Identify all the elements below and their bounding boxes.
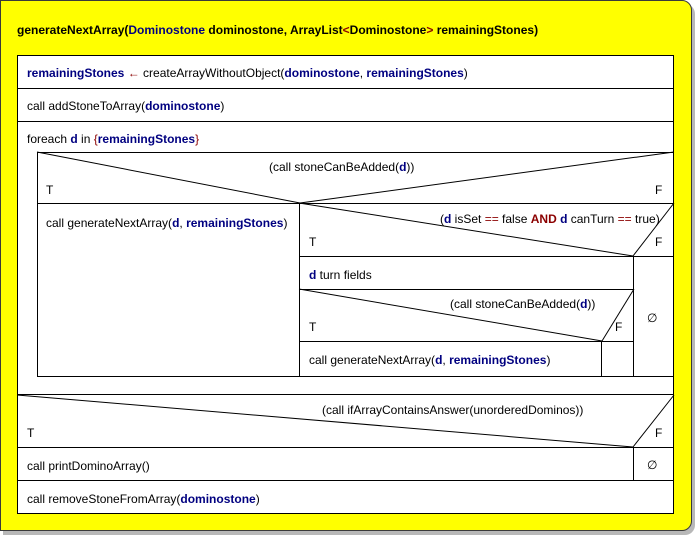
if-can-be-added-inner-box bbox=[299, 289, 634, 342]
if4-true-label: T bbox=[27, 426, 35, 440]
if3-left-diagonal bbox=[298, 288, 603, 342]
if4-condition-text: (call ifArrayContainsAnswer(unorderedDom… bbox=[322, 403, 584, 417]
if-array-contains-box bbox=[17, 394, 674, 448]
assign-statement-box bbox=[17, 55, 674, 89]
inner-else-box bbox=[601, 341, 634, 377]
if3-then-text: call generateNextArray(d, remainingStone… bbox=[309, 353, 551, 367]
print-statement-text: call printDominoArray() bbox=[27, 459, 150, 473]
if-isset-canturn-box bbox=[299, 203, 674, 257]
if2-false-label: F bbox=[655, 235, 663, 249]
turn-fields-text: d turn fields bbox=[309, 268, 372, 282]
isset-else-box bbox=[633, 256, 674, 377]
assign-statement-text: remainingStones ← createArrayWithoutObje… bbox=[27, 66, 468, 80]
if3-condition-text: (call stoneCanBeAdded(d)) bbox=[450, 297, 596, 311]
if3-right-diagonal bbox=[601, 288, 635, 342]
if1-right-diagonal bbox=[299, 151, 675, 204]
if1-left-diagonal bbox=[36, 151, 301, 204]
foreach-header-text: foreach d in {remainingStones} bbox=[27, 132, 200, 146]
if2-true-label: T bbox=[309, 235, 317, 249]
if2-condition-text: (d isSet == false AND d canTurn == true) bbox=[440, 212, 660, 226]
print-else-box bbox=[633, 447, 674, 481]
then-generate-box bbox=[37, 203, 300, 377]
if1-true-label: T bbox=[46, 183, 54, 197]
function-signature: generateNextArray(Dominostone dominoston… bbox=[17, 23, 539, 37]
if2-left-diagonal bbox=[298, 202, 634, 257]
add-statement-text: call addStoneToArray(dominostone) bbox=[27, 99, 225, 113]
remove-statement-box bbox=[17, 480, 674, 514]
if1-then-text: call generateNextArray(d, remainingStone… bbox=[46, 216, 288, 230]
if1-false-label: F bbox=[655, 183, 663, 197]
if4-right-diagonal bbox=[632, 394, 675, 448]
if2-else-empty-symbol: ∅ bbox=[647, 311, 658, 325]
if1-condition-text: (call stoneCanBeAdded(d)) bbox=[269, 160, 415, 174]
if4-left-diagonal bbox=[16, 394, 634, 448]
inner-generate-box bbox=[299, 341, 602, 377]
if3-false-label: F bbox=[615, 320, 623, 334]
if3-true-label: T bbox=[309, 320, 317, 334]
remove-statement-text: call removeStoneFromArray(dominostone) bbox=[27, 492, 260, 506]
if2-right-diagonal bbox=[632, 202, 675, 257]
if4-false-label: F bbox=[655, 426, 663, 440]
if4-else-empty-symbol: ∅ bbox=[647, 458, 658, 472]
